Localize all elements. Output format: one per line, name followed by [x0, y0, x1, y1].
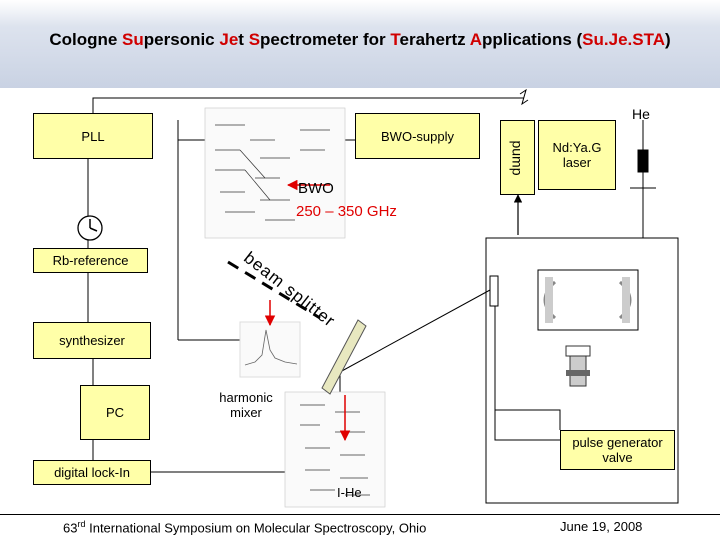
- title-highlight: Je: [219, 30, 239, 49]
- beam-splitter-dashes: [227, 260, 321, 320]
- nd-yag-box: Nd:Ya.G laser: [538, 120, 616, 190]
- title-highlight: A: [469, 30, 483, 49]
- page-title: Cologne Supersonic Jet Spectrometer for …: [0, 30, 720, 50]
- rb-reference-label: Rb-reference: [52, 253, 129, 268]
- rb-reference-box: Rb-reference: [33, 248, 148, 273]
- pll-box: PLL: [33, 113, 153, 159]
- synthesizer-label: synthesizer: [59, 333, 125, 348]
- pump-label: pump: [509, 139, 526, 176]
- clock-icon: [77, 215, 103, 241]
- title-text: ): [665, 30, 671, 49]
- bwo-supply-box: BWO-supply: [355, 113, 480, 159]
- digital-lockin-label: digital lock-In: [54, 465, 130, 480]
- title-text: t: [238, 30, 249, 49]
- title-text: Cologne: [49, 30, 123, 49]
- line-break-mark: [519, 88, 529, 106]
- i-he-label: I-He: [337, 485, 362, 500]
- footer-conference-rest: International Symposium on Molecular Spe…: [85, 520, 427, 536]
- digital-lockin-box: digital lock-In: [33, 460, 151, 485]
- title-text: pectrometer for: [260, 30, 391, 49]
- title-highlight: T: [390, 30, 400, 49]
- bwo-label: BWO: [298, 180, 334, 197]
- bwo-supply-label: BWO-supply: [381, 128, 454, 144]
- title-highlight: Su: [122, 30, 144, 49]
- pulse-generator-box: pulse generator valve: [560, 430, 675, 470]
- beam-path: [339, 289, 491, 373]
- footer-divider: [0, 514, 720, 515]
- footer-conference: 63rd International Symposium on Molecula…: [63, 519, 426, 535]
- title-text: erahertz: [399, 30, 470, 49]
- pc-label: PC: [105, 405, 125, 420]
- pulse-generator-label: pulse generator valve: [572, 435, 663, 465]
- spectrum-plot: [239, 321, 301, 378]
- footer-date: June 19, 2008: [560, 519, 643, 534]
- footer-conference-sup: rd: [77, 519, 86, 529]
- title-band: [0, 0, 720, 88]
- pump-box: pump: [500, 120, 535, 195]
- energy-level-diagram-top: [204, 107, 346, 239]
- footer-conference-prefix: 63: [63, 520, 78, 536]
- harmonic-mixer-label: harmonic mixer: [219, 390, 273, 420]
- pll-label: PLL: [81, 128, 105, 144]
- vacuum-chamber: [485, 237, 679, 504]
- nd-yag-label: Nd:Ya.G laser: [552, 140, 602, 170]
- synthesizer-box: synthesizer: [33, 322, 151, 359]
- frequency-label: 250 – 350 GHz: [296, 203, 397, 220]
- title-highlight: Su.Je.STA: [582, 30, 665, 49]
- pc-box: PC: [80, 385, 150, 440]
- title-text: pplications (: [482, 30, 583, 49]
- title-text: personic: [143, 30, 220, 49]
- wire-grid-plate: [321, 319, 367, 395]
- he-label: He: [632, 106, 650, 122]
- he-inlet-valve: [630, 120, 656, 238]
- energy-level-diagram-bottom: [284, 391, 386, 508]
- title-highlight: S: [248, 30, 261, 49]
